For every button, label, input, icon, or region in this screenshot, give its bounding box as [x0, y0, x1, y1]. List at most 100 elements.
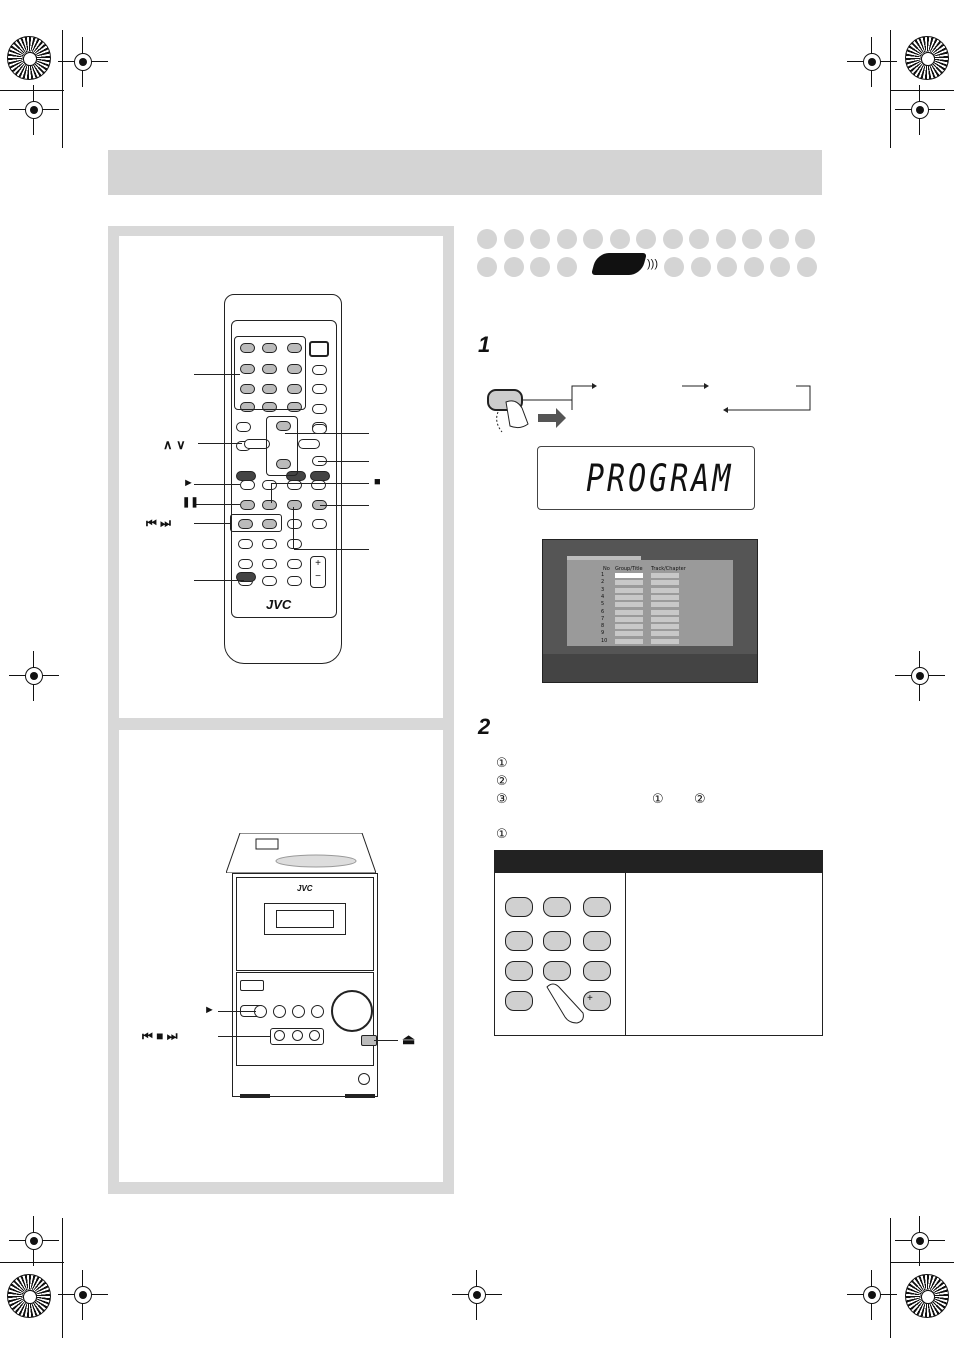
remote-button[interactable]: [287, 500, 302, 510]
remote-button[interactable]: [238, 539, 253, 549]
remote-volume-rocker[interactable]: +−: [310, 556, 326, 588]
program-row-number: 7: [601, 615, 605, 622]
remote-button[interactable]: [287, 343, 302, 353]
number-key[interactable]: [583, 991, 611, 1011]
remote-button[interactable]: [262, 402, 277, 412]
unit-button[interactable]: [292, 1005, 305, 1018]
remote-button[interactable]: [312, 404, 327, 414]
crosshair-mark: [9, 85, 59, 135]
program-row-track-cell[interactable]: [651, 616, 679, 622]
remote-button[interactable]: [262, 519, 277, 529]
remote-face: [231, 320, 337, 618]
remote-button[interactable]: [287, 539, 302, 549]
program-row-group-cell[interactable]: [615, 594, 643, 600]
remote-button[interactable]: [276, 459, 291, 469]
remote-button[interactable]: [311, 480, 326, 490]
column-track-chapter: Track/Chapter: [651, 566, 686, 572]
number-key[interactable]: [505, 991, 533, 1011]
number-key[interactable]: [583, 897, 611, 917]
remote-button[interactable]: [298, 439, 320, 449]
remote-button[interactable]: [244, 439, 270, 449]
remote-button[interactable]: [287, 364, 302, 374]
number-key[interactable]: [543, 897, 571, 917]
remote-button[interactable]: [287, 576, 302, 586]
crosshair-mark: [847, 1270, 897, 1320]
remote-button[interactable]: [236, 422, 251, 432]
remote-button[interactable]: [276, 421, 291, 431]
decorative-dot: [583, 229, 603, 249]
unit-skip-back-button[interactable]: [274, 1030, 285, 1041]
remote-button[interactable]: [262, 384, 277, 394]
remote-button[interactable]: [240, 364, 255, 374]
number-key[interactable]: [583, 931, 611, 951]
remote-button[interactable]: [287, 480, 302, 490]
section-header-bar: [108, 150, 822, 195]
number-key[interactable]: [505, 931, 533, 951]
remote-button[interactable]: [240, 480, 255, 490]
remote-button[interactable]: [240, 343, 255, 353]
program-row-track-cell[interactable]: [651, 587, 679, 593]
remote-button[interactable]: [262, 500, 277, 510]
remote-button[interactable]: [262, 343, 277, 353]
program-row-group-cell[interactable]: [615, 624, 643, 630]
substep-marker: ①: [652, 792, 664, 807]
program-screen-footer: [543, 654, 757, 682]
substep-marker: ①: [496, 756, 508, 771]
program-row-group-cell[interactable]: [615, 631, 643, 637]
remote-button[interactable]: [262, 539, 277, 549]
program-row-group-cell[interactable]: [615, 638, 643, 644]
program-row-group-cell[interactable]: [615, 616, 643, 622]
crosshair-mark: [58, 1270, 108, 1320]
unit-volume-knob[interactable]: [331, 990, 373, 1032]
remote-button[interactable]: [236, 572, 256, 582]
callout-line: [293, 507, 294, 549]
program-row-group-cell[interactable]: [615, 573, 643, 578]
remote-button[interactable]: [287, 402, 302, 412]
number-key[interactable]: [505, 961, 533, 981]
unit-button[interactable]: [311, 1005, 324, 1018]
remote-button[interactable]: [287, 519, 302, 529]
remote-button[interactable]: [240, 500, 255, 510]
remote-button[interactable]: [312, 519, 327, 529]
program-row-group-cell[interactable]: [615, 602, 643, 608]
remote-button[interactable]: [287, 384, 302, 394]
remote-button[interactable]: [262, 364, 277, 374]
step-2-number: 2: [478, 714, 491, 739]
number-key[interactable]: [583, 961, 611, 981]
program-row-track-cell[interactable]: [651, 609, 679, 615]
remote-button[interactable]: [238, 559, 253, 569]
program-row-track-cell[interactable]: [651, 638, 679, 644]
program-row-track-cell[interactable]: [651, 624, 679, 630]
decorative-dot: [796, 257, 817, 277]
substep-marker: ①: [496, 827, 508, 842]
remote-button[interactable]: [262, 559, 277, 569]
number-key[interactable]: [543, 961, 571, 981]
program-row-group-cell[interactable]: [615, 609, 643, 615]
remote-power-button[interactable]: [309, 341, 329, 357]
remote-button[interactable]: [240, 402, 255, 412]
callout-line: [194, 484, 240, 485]
program-row-track-cell[interactable]: [651, 631, 679, 637]
program-row-group-cell[interactable]: [615, 580, 643, 586]
remote-button[interactable]: [262, 480, 277, 490]
decorative-dot: [715, 229, 736, 249]
number-key[interactable]: [505, 897, 533, 917]
remote-button[interactable]: [240, 384, 255, 394]
callout-line: [218, 1036, 270, 1037]
program-row-group-cell[interactable]: [615, 587, 643, 593]
number-key[interactable]: [543, 931, 571, 951]
program-row-track-cell[interactable]: [651, 580, 679, 586]
callout-line: [374, 1040, 398, 1041]
remote-button[interactable]: [287, 559, 302, 569]
remote-button[interactable]: [312, 384, 327, 394]
unit-stop-button[interactable]: [292, 1030, 303, 1041]
unit-skip-forward-button[interactable]: [309, 1030, 320, 1041]
unit-button[interactable]: [273, 1005, 286, 1018]
unit-power-button[interactable]: [240, 980, 264, 991]
program-row-track-cell[interactable]: [651, 573, 679, 578]
program-row-track-cell[interactable]: [651, 602, 679, 608]
program-row-track-cell[interactable]: [651, 594, 679, 600]
remote-button[interactable]: [312, 365, 327, 375]
remote-button[interactable]: [262, 576, 277, 586]
remote-button[interactable]: [238, 519, 253, 529]
